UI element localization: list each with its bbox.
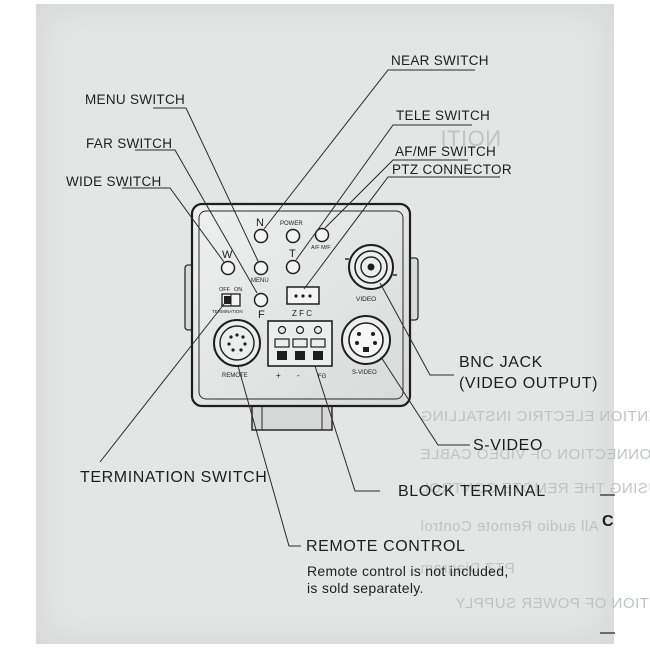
label-menu-switch: MENU SWITCH — [85, 92, 186, 107]
panel-label-svideo: S-VIDEO — [352, 370, 377, 376]
label-video-output: (VIDEO OUTPUT) — [459, 375, 599, 392]
panel-label-off: OFF — [219, 287, 231, 293]
af-mf-button — [314, 227, 330, 243]
far-button — [253, 292, 269, 308]
panel-label-w: W — [222, 249, 233, 261]
label-wide-switch: WIDE SWITCH — [66, 174, 162, 189]
label-af-mf-switch: AF/MF SWITCH — [395, 144, 497, 159]
panel-label-plus: + — [276, 371, 281, 380]
panel-label-video: VIDEO — [356, 296, 376, 303]
remote-control-note: Remote control is not included, is sold … — [307, 563, 509, 596]
panel-label-remote: REMOTE — [222, 373, 248, 379]
leader-lines — [99, 69, 500, 547]
label-remote-control: REMOTE CONTROL — [306, 538, 466, 555]
panel-label-minus: - — [297, 371, 300, 380]
remote-connector — [213, 319, 261, 367]
panel-label-fg: FG — [318, 374, 327, 380]
panel-label-af-mf: A/F M/F — [311, 245, 331, 251]
margin-letter: C — [602, 513, 615, 530]
label-s-video: S-VIDEO — [473, 437, 543, 454]
label-termination-switch: TERMINATION SWITCH — [80, 469, 268, 486]
panel-label-t: T — [289, 248, 296, 260]
panel-label-on: ON — [234, 287, 242, 293]
wide-button — [220, 260, 236, 276]
label-bnc-jack: BNC JACK — [459, 354, 543, 371]
panel-label-n: N — [256, 217, 264, 229]
panel-label-f: F — [258, 309, 265, 321]
label-near-switch: NEAR SWITCH — [391, 53, 489, 68]
power-led — [285, 228, 301, 244]
label-ptz-connector: PTZ CONNECTOR — [392, 162, 512, 177]
tele-button — [285, 259, 301, 275]
label-far-switch: FAR SWITCH — [86, 136, 173, 151]
near-button — [253, 228, 269, 244]
panel-label-zfc: Z F C — [292, 309, 312, 318]
label-tele-switch: TELE SWITCH — [396, 108, 491, 123]
menu-button — [253, 260, 269, 276]
label-block-terminal: BLOCK TERMINAL — [398, 483, 546, 500]
panel-label-power: POWER — [280, 221, 303, 227]
panel-label-menu: MENU — [251, 278, 269, 284]
panel-label-termination: TERMINATION — [212, 309, 243, 314]
